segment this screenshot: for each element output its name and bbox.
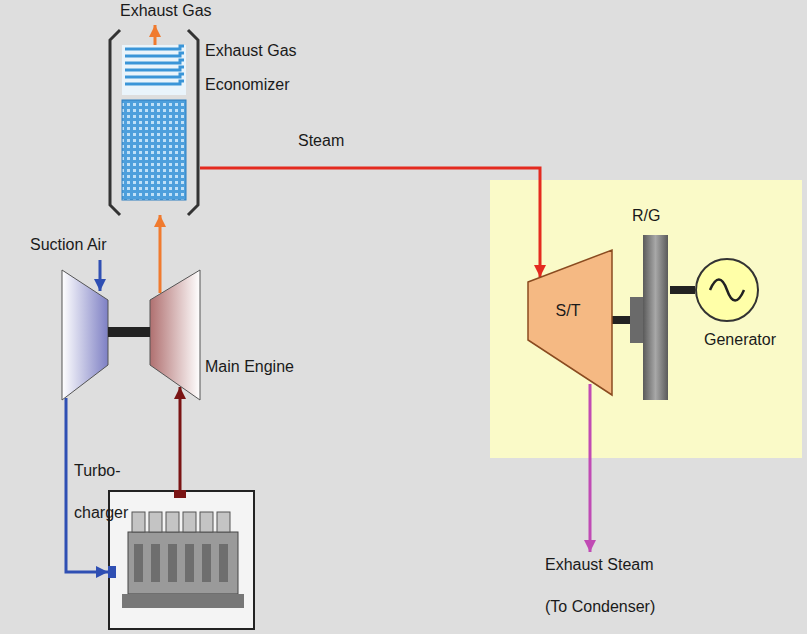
turbo-shaft	[108, 327, 150, 337]
node-label: Exhaust Gas Economizer	[205, 34, 325, 102]
generator-symbol	[696, 259, 758, 321]
text-holder: Exhaust Gas	[120, 2, 212, 20]
text-holder: S/T	[536, 302, 600, 320]
crank-window	[168, 544, 177, 582]
text-holder: Exhaust Steam	[545, 556, 654, 574]
economizer-shape	[108, 30, 200, 215]
economizer: Exhaust Gas Economizer	[108, 30, 200, 215]
cylinder	[183, 512, 196, 532]
coil-tube	[125, 81, 184, 84]
main-engine: Main Engine	[108, 490, 255, 630]
generator: Generator	[694, 257, 760, 323]
superheater-coil	[122, 45, 186, 95]
casing-bracket	[110, 30, 120, 215]
node-label: S/T	[536, 302, 600, 320]
suction-air-arrow	[99, 260, 102, 291]
turbocharger: Turbo- charger	[62, 270, 200, 400]
shaft	[612, 316, 630, 324]
text-holder: Main Engine	[205, 358, 294, 376]
cylinder	[132, 512, 145, 532]
main-engine-shape	[108, 490, 255, 630]
coil-tube	[125, 67, 184, 70]
turbine	[150, 270, 200, 400]
exhaust-gas-label: Exhaust Gas	[120, 2, 212, 20]
ac-symbol	[710, 280, 744, 301]
exhaust-outlet-arrow	[154, 25, 157, 46]
text-holder: (To Condenser)	[545, 598, 655, 616]
text-holder: Exhaust Gas Economizer	[205, 34, 325, 102]
crank-window	[151, 544, 160, 582]
exhaust-steam-arrow	[589, 384, 592, 552]
generator-panel	[490, 180, 802, 458]
cylinder	[149, 512, 162, 532]
compressor	[62, 270, 108, 400]
coil-tube	[125, 46, 184, 49]
steam-turbine-shape	[528, 250, 612, 395]
text-holder: Suction Air	[30, 236, 106, 254]
steam-turbine: S/T	[528, 250, 612, 395]
exhaust-steam-label: Exhaust Steam	[545, 556, 654, 574]
flow-line	[159, 215, 162, 293]
engine-bedplate	[122, 594, 244, 608]
engine-frame	[109, 491, 254, 629]
node-label: R/G	[632, 207, 660, 225]
exhaust-port	[174, 490, 186, 498]
text-holder: R/G	[632, 207, 660, 225]
node-label: Generator	[704, 331, 776, 349]
node-label: Main Engine	[205, 358, 294, 376]
crank-window	[134, 544, 143, 582]
crank-window	[202, 544, 211, 582]
edge-label: Steam	[298, 132, 344, 150]
coil-tube	[125, 60, 184, 63]
node-label: Turbo- charger	[74, 450, 144, 534]
bull-gear	[643, 235, 668, 400]
turbocharger-shape	[62, 270, 200, 400]
flow-line	[179, 387, 182, 490]
flow-line	[200, 168, 540, 277]
text-holder: Steam	[298, 132, 344, 150]
reduction-gear-shape	[630, 235, 670, 400]
crank-window	[219, 544, 228, 582]
cylinder	[217, 512, 230, 532]
engine-block	[128, 532, 238, 594]
cylinder	[200, 512, 213, 532]
flow-line	[66, 398, 108, 572]
suction-air-label: Suction Air	[30, 236, 106, 254]
steam-turbine-casing	[528, 250, 612, 395]
text-holder: Generator	[704, 331, 776, 349]
shaft	[670, 286, 695, 294]
evaporator-bank	[122, 100, 186, 200]
coil-tube	[125, 53, 184, 56]
air-inlet-port	[108, 566, 116, 578]
coil-tube	[125, 74, 184, 77]
reduction-gear: R/G	[630, 235, 670, 400]
pinion	[630, 297, 643, 343]
text-holder: Turbo- charger	[74, 450, 144, 534]
generator-shape	[694, 257, 760, 323]
casing-bracket	[188, 30, 198, 215]
crank-window	[185, 544, 194, 582]
cylinder	[166, 512, 179, 532]
condenser-label: (To Condenser)	[545, 598, 655, 616]
